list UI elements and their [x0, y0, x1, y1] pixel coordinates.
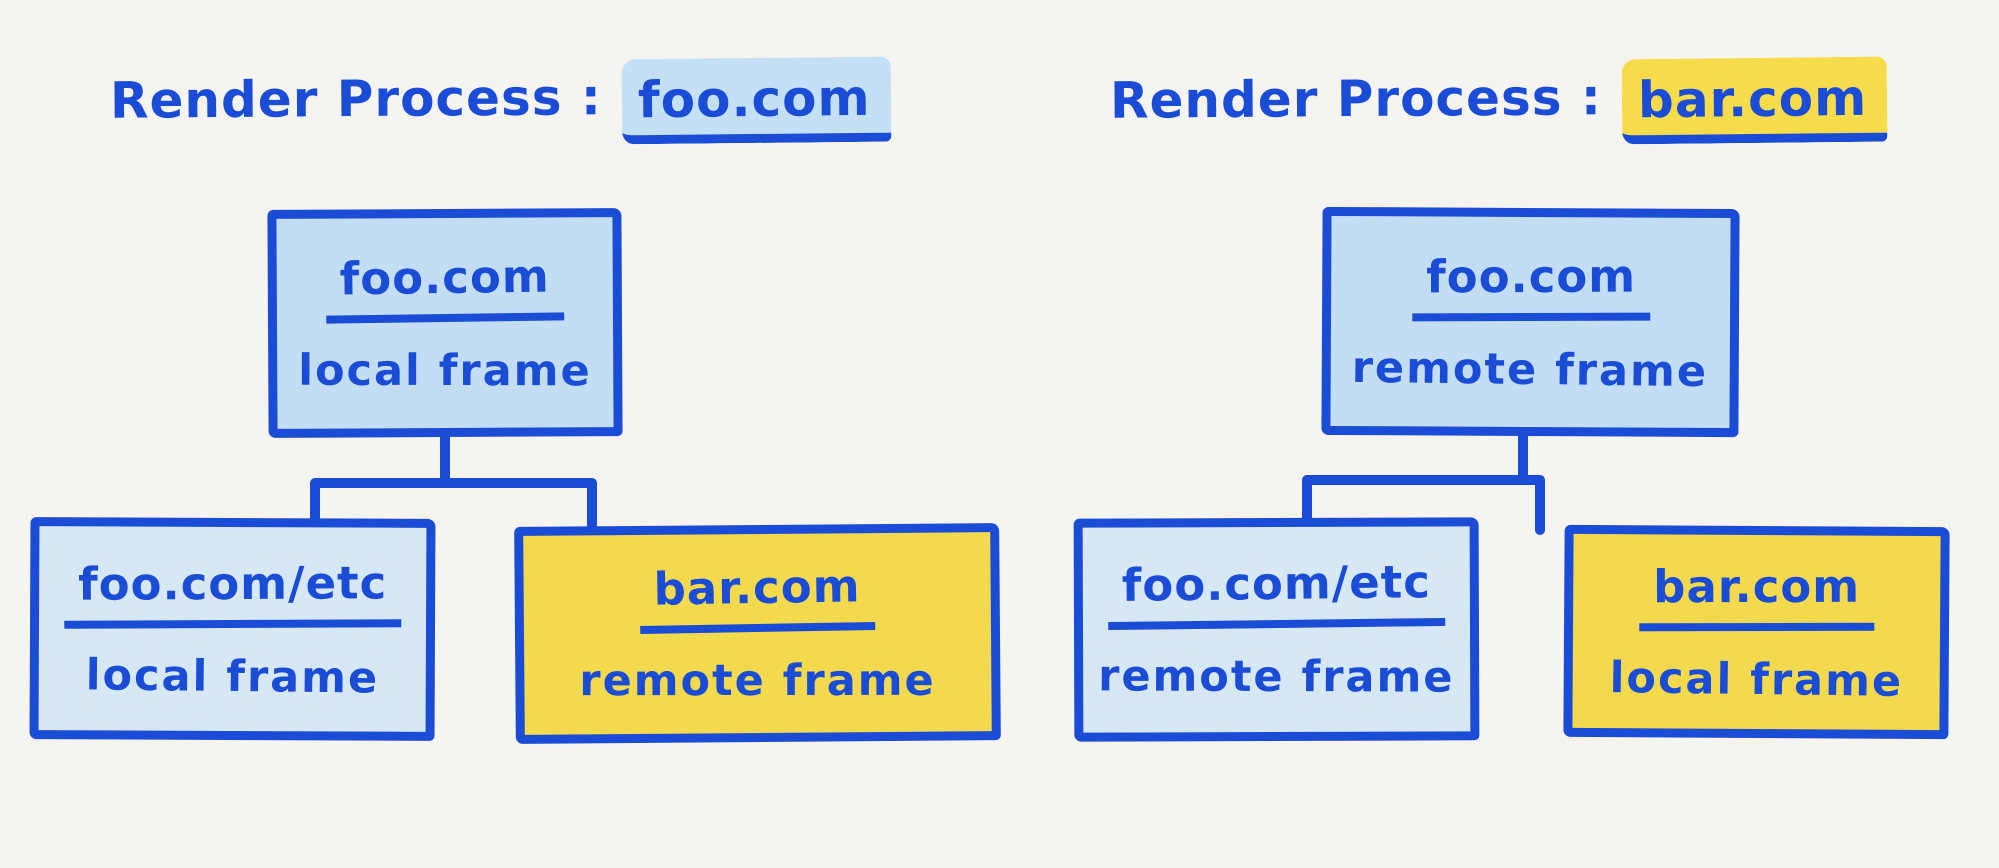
- title-prefix: Render Process :: [109, 68, 602, 130]
- frame-type: local frame: [1609, 652, 1904, 707]
- frame-box-foo-child-remote: bar.com remote frame: [514, 523, 1001, 744]
- frame-type: remote frame: [1098, 651, 1455, 703]
- frame-type: local frame: [298, 345, 592, 396]
- frame-box-foo-child-local: foo.com/etc local frame: [29, 517, 436, 741]
- frame-type: remote frame: [1351, 342, 1709, 397]
- frame-domain: foo.com: [1411, 249, 1650, 321]
- title-prefix: Render Process :: [1110, 68, 1603, 130]
- bar-tree-connector-lines: [1302, 431, 1545, 535]
- frame-domain: foo.com/etc: [63, 555, 402, 629]
- frame-box-bar-child-local: bar.com local frame: [1563, 524, 1950, 740]
- frame-box-bar-child-remote: foo.com/etc remote frame: [1073, 517, 1480, 742]
- frame-box-bar-root: foo.com remote frame: [1321, 206, 1740, 438]
- frame-type: remote frame: [579, 655, 937, 707]
- title-domain-highlight: bar.com: [1621, 56, 1888, 145]
- render-process-title-foo: Render Process : foo.com: [0, 56, 1000, 145]
- frame-domain: bar.com: [1639, 559, 1875, 631]
- frame-box-foo-root: foo.com local frame: [267, 208, 623, 438]
- frame-domain: foo.com/etc: [1107, 554, 1446, 631]
- title-domain-highlight: foo.com: [621, 56, 891, 145]
- foo-tree-connector-lines: [310, 432, 597, 534]
- frame-domain: bar.com: [639, 559, 876, 634]
- frame-type: local frame: [85, 649, 380, 704]
- render-process-title-bar: Render Process : bar.com: [999, 56, 1999, 145]
- frame-domain: foo.com: [325, 248, 565, 324]
